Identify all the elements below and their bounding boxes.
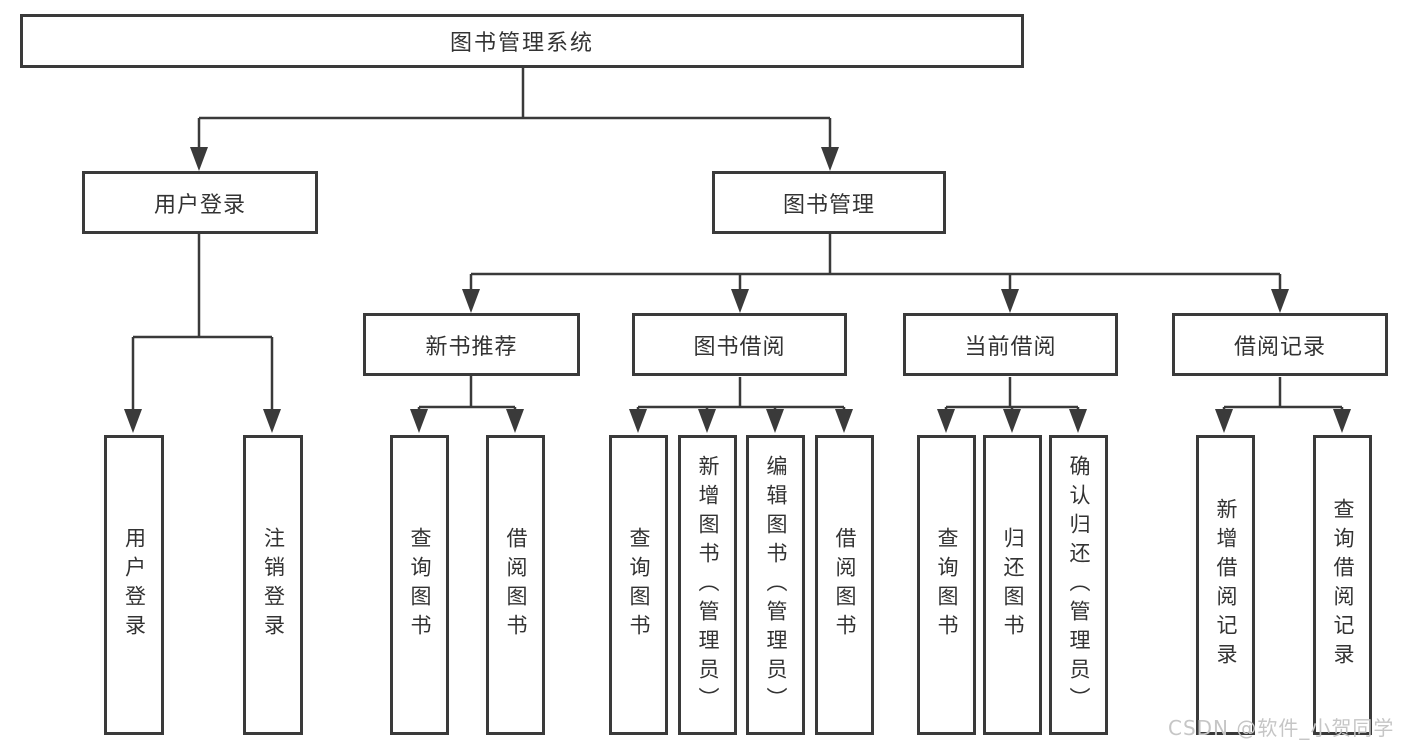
- node-return-books: 归还图书: [983, 435, 1042, 735]
- node-edit-books-admin: 编辑图书（管理员）: [746, 435, 805, 735]
- node-borrow-books-recommend: 借阅图书: [486, 435, 545, 735]
- node-label: 借阅图书: [833, 527, 857, 643]
- node-current-borrowing: 当前借阅: [903, 313, 1118, 376]
- node-borrowing-records: 借阅记录: [1172, 313, 1388, 376]
- node-user-login: 用户登录: [82, 171, 318, 234]
- node-label: 用户登录: [153, 192, 246, 218]
- node-add-books-admin: 新增图书（管理员）: [678, 435, 737, 735]
- node-label: 查询图书: [935, 527, 959, 643]
- node-label: 借阅图书: [504, 527, 528, 643]
- node-label: 图书管理: [782, 192, 875, 218]
- node-borrow-books-borrowing: 借阅图书: [815, 435, 874, 735]
- node-label: 新增图书（管理员）: [696, 454, 720, 716]
- node-label: 图书管理系统: [449, 31, 594, 56]
- node-confirm-return-admin: 确认归还（管理员）: [1049, 435, 1108, 735]
- node-logout-login-leaf: 注销登录: [243, 435, 303, 735]
- node-label: 图书借阅: [693, 334, 786, 360]
- node-add-borrow-record: 新增借阅记录: [1196, 435, 1255, 735]
- node-user-login-leaf: 用户登录: [104, 435, 164, 735]
- node-query-borrow-record: 查询借阅记录: [1313, 435, 1372, 735]
- arrowheads: [124, 147, 1351, 433]
- node-query-books-recommend: 查询图书: [390, 435, 449, 735]
- node-book-management: 图书管理: [712, 171, 946, 234]
- node-label: 归还图书: [1001, 527, 1025, 643]
- node-query-books-borrowing: 查询图书: [609, 435, 668, 735]
- node-query-books-current: 查询图书: [917, 435, 976, 735]
- node-label: 新增借阅记录: [1214, 498, 1238, 672]
- node-label: 注销登录: [261, 527, 286, 643]
- node-library-management-system: 图书管理系统: [20, 14, 1024, 68]
- node-label: 当前借阅: [964, 334, 1057, 360]
- node-label: 确认归还（管理员）: [1067, 454, 1091, 716]
- node-label: 查询图书: [627, 527, 651, 643]
- node-book-borrowing: 图书借阅: [632, 313, 847, 376]
- node-label: 查询图书: [408, 527, 432, 643]
- node-label: 新书推荐: [425, 334, 518, 360]
- node-new-book-recommendation: 新书推荐: [363, 313, 580, 376]
- node-label: 查询借阅记录: [1331, 498, 1355, 672]
- watermark: CSDN @软件_小贺同学: [1168, 716, 1395, 740]
- node-label: 用户登录: [122, 527, 147, 643]
- node-label: 借阅记录: [1233, 334, 1326, 360]
- node-label: 编辑图书（管理员）: [764, 454, 788, 716]
